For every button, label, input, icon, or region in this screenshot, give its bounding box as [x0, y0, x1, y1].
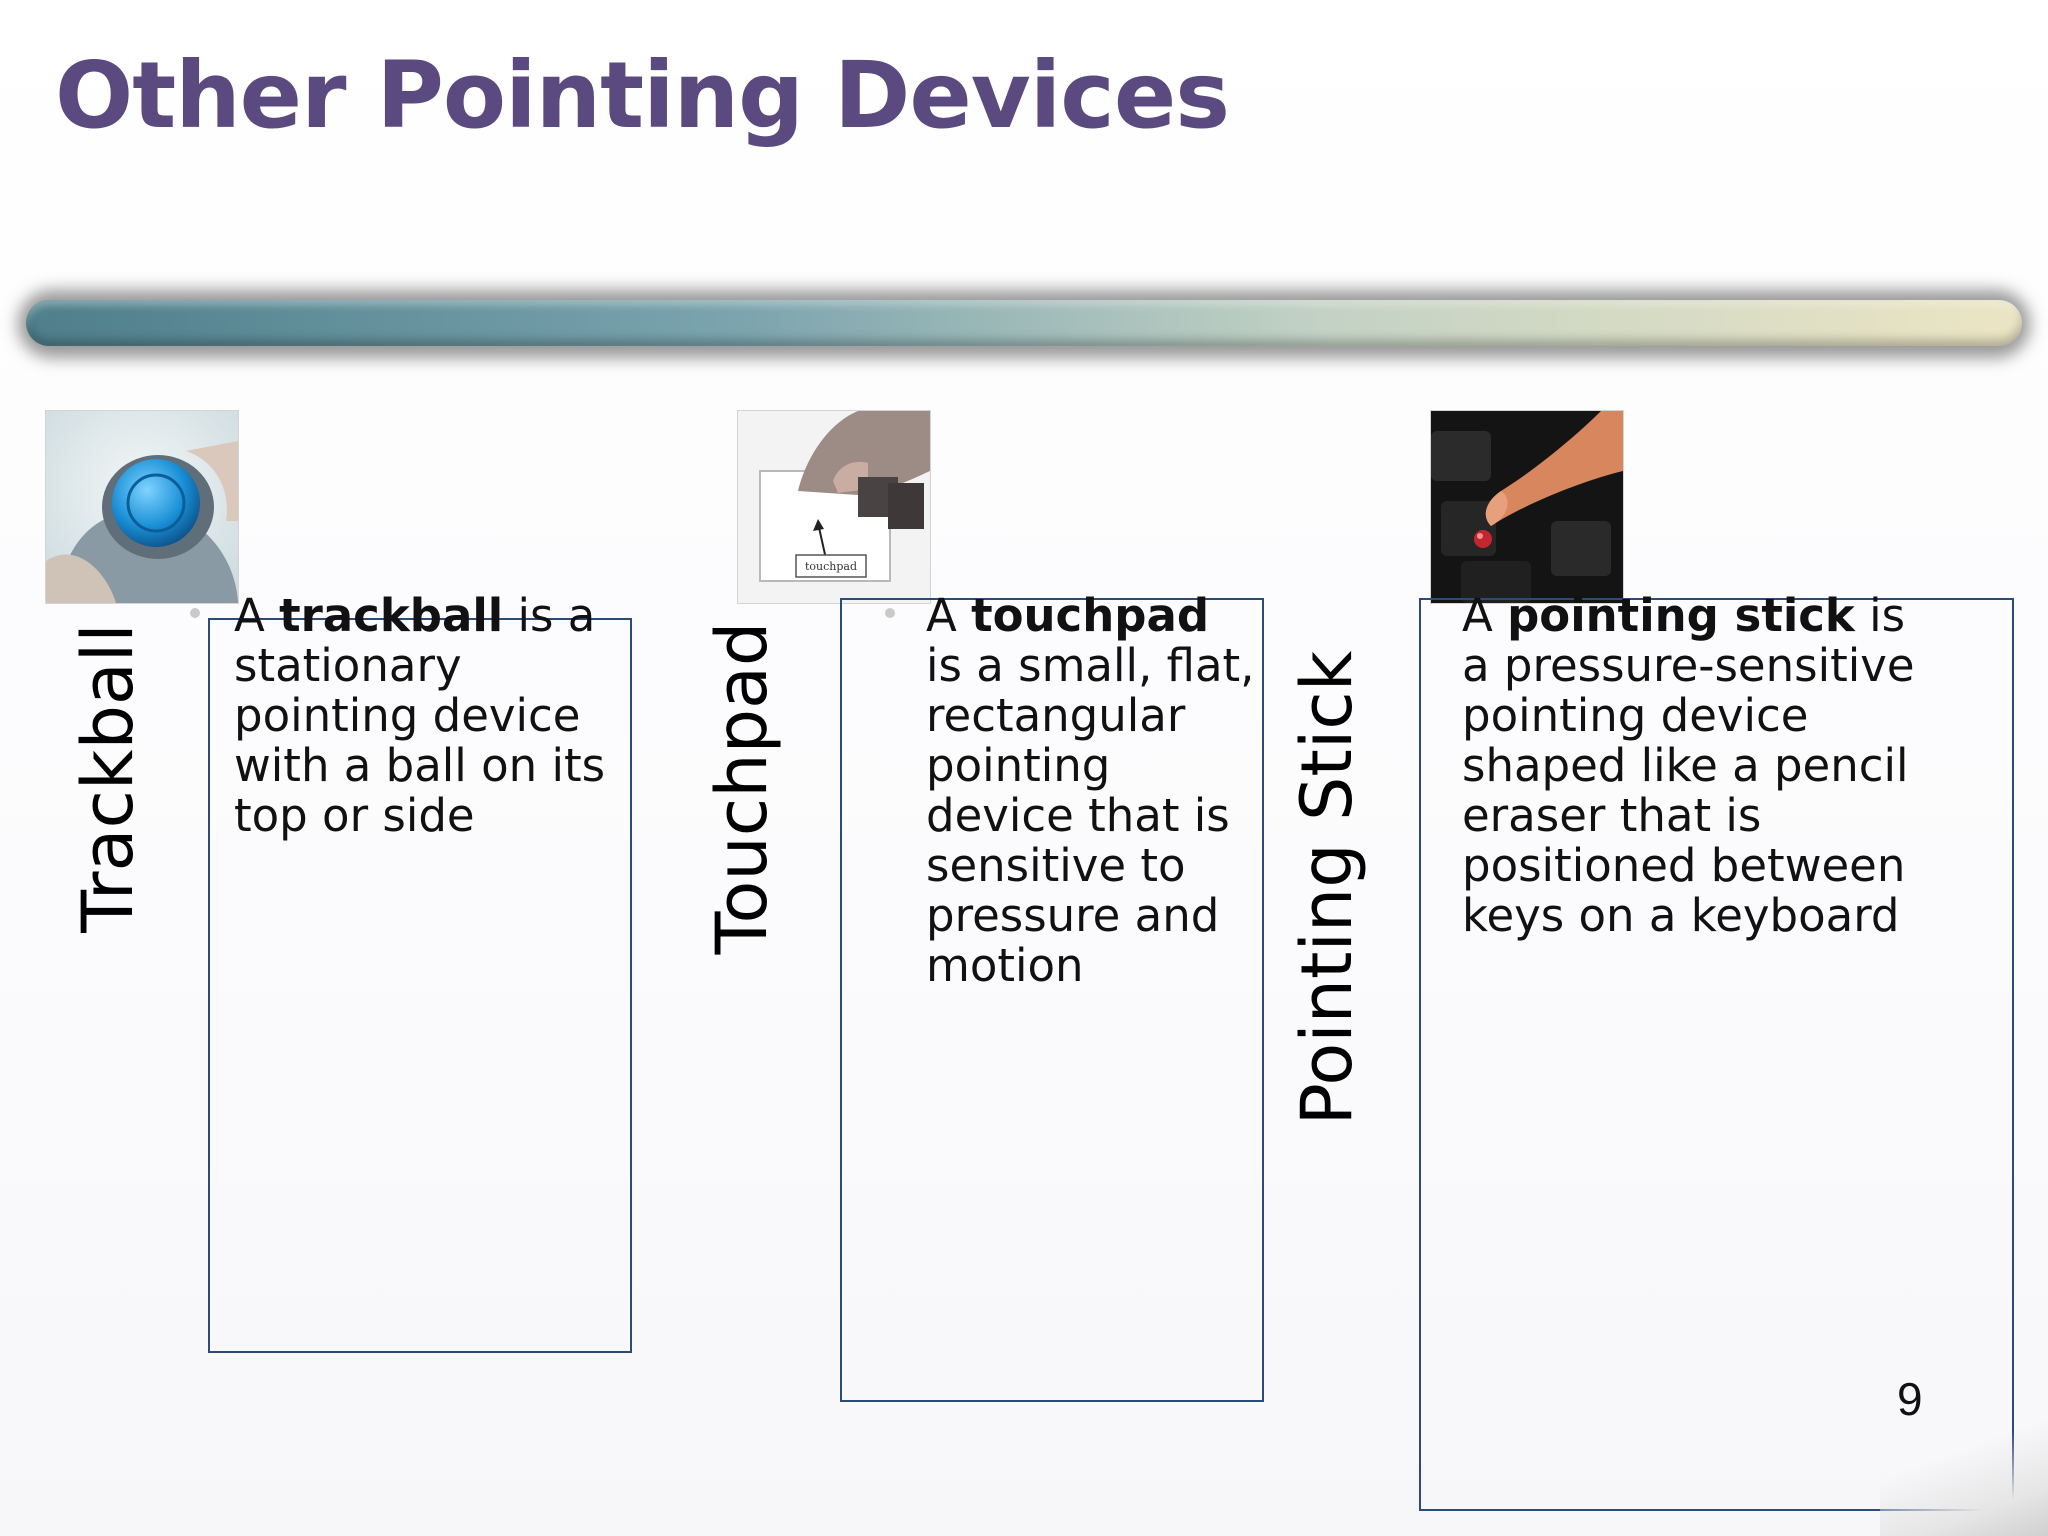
- touchpad-image-caption: touchpad: [805, 560, 857, 573]
- touchpad-description: A touchpad is a small, flat, rectangular…: [926, 589, 1255, 992]
- trackball-card: [208, 618, 632, 1353]
- trackball-description: A trackball is a stationary pointing dev…: [234, 589, 606, 842]
- touchpad-term: touchpad: [971, 589, 1210, 642]
- pointing-stick-card: [1419, 598, 2014, 1511]
- page-number: 9: [1897, 1373, 1923, 1425]
- trackball-term: trackball: [279, 589, 504, 642]
- trackball-photo-icon: [45, 410, 239, 604]
- touchpad-card: [840, 598, 1264, 1402]
- touchpad-photo-icon: touchpad: [737, 410, 931, 604]
- slide-title: Other Pointing Devices: [55, 42, 1230, 149]
- divider-bar: [26, 300, 2022, 346]
- trackball-bullet: [190, 608, 200, 618]
- touchpad-bullet: [885, 608, 895, 618]
- pointing-stick-photo-icon: [1430, 410, 1624, 604]
- page-curl-decoration: [1880, 1400, 2048, 1536]
- pointing-stick-term: pointing stick: [1507, 589, 1855, 642]
- pointing-stick-description: A pointing stick is a pressure-sensitive…: [1462, 589, 1915, 942]
